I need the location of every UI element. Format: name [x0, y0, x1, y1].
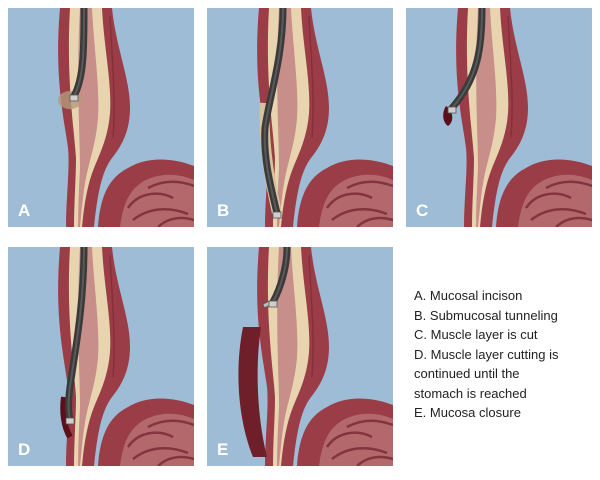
gastric-fold — [126, 192, 174, 209]
legend-item: continued until the — [414, 366, 520, 381]
gastric-fold — [545, 180, 592, 190]
stomach-lumen — [518, 174, 592, 227]
legend-item: stomach is reached — [414, 385, 527, 401]
gastric-fold — [147, 180, 194, 190]
gastric-fold — [530, 207, 587, 221]
stomach-lumen — [120, 174, 194, 227]
gastric-fold — [132, 446, 189, 460]
gastric-fold — [132, 207, 189, 221]
endoscope-highlight — [67, 247, 85, 420]
panel-label: C — [416, 201, 429, 220]
gastric-fold — [524, 192, 572, 209]
panel-d: D — [8, 247, 194, 466]
gastric-fold — [346, 419, 393, 429]
esophageal-lumen — [476, 8, 497, 227]
illustration-b — [257, 8, 393, 227]
gastric-fold — [331, 446, 388, 460]
gastric-fold — [157, 216, 194, 227]
muscle-fibre — [308, 15, 314, 139]
illustration-d — [58, 247, 194, 466]
panel-e: E — [207, 247, 393, 466]
gastric-fold — [356, 216, 393, 227]
endoscope-tip — [69, 94, 79, 102]
legend-item: B. Submucosal tunneling — [414, 307, 558, 323]
esophageal-lumen — [277, 247, 298, 466]
esophageal-lumen — [277, 8, 298, 227]
gastric-fold — [325, 431, 373, 448]
muscle-fibre — [109, 254, 115, 378]
panel-label: D — [18, 440, 31, 459]
panel-b: B — [207, 8, 393, 227]
endoscope-tip — [447, 106, 457, 114]
panel-label: E — [217, 440, 229, 459]
muscle-cut — [60, 396, 73, 439]
endoscope-tip — [65, 417, 75, 425]
endoscope-tip — [268, 300, 278, 308]
muscle-fibre — [308, 254, 314, 378]
gastric-fold — [126, 431, 174, 448]
endoscope-highlight — [73, 8, 85, 97]
dissected-muscle — [238, 327, 267, 457]
panel-label: B — [217, 201, 230, 220]
legend-item: C. Muscle layer is cut — [414, 327, 538, 342]
panel-c: C — [406, 8, 592, 227]
stomach-lumen — [319, 413, 393, 466]
endoscope-highlight — [263, 8, 284, 214]
legend-item: A. Mucosal incison — [414, 288, 523, 303]
muscle-fibre — [507, 15, 513, 139]
illustration-c — [443, 8, 592, 227]
stomach-lumen — [120, 413, 194, 466]
legend-item: D. Muscle layer cutting is — [414, 346, 559, 362]
endoscope-tip — [272, 211, 282, 219]
gastric-fold — [346, 180, 393, 190]
illustration-a — [58, 8, 194, 227]
stomach-lumen — [319, 174, 393, 227]
panel-label: A — [18, 201, 31, 220]
legend: A. Mucosal incison B. Submucosal tunneli… — [414, 286, 600, 423]
legend-item: E. Mucosa closure — [414, 405, 521, 420]
illustration-e — [238, 247, 393, 466]
gastric-fold — [356, 455, 393, 466]
gastric-fold — [331, 207, 388, 221]
panel-a: A — [8, 8, 194, 227]
gastric-fold — [555, 216, 592, 227]
endoscope-highlight — [272, 247, 288, 303]
muscle-fibre — [109, 15, 115, 139]
endoscope-highlight — [451, 8, 483, 109]
gastric-fold — [157, 455, 194, 466]
gastric-fold — [147, 419, 194, 429]
gastric-fold — [325, 192, 373, 209]
